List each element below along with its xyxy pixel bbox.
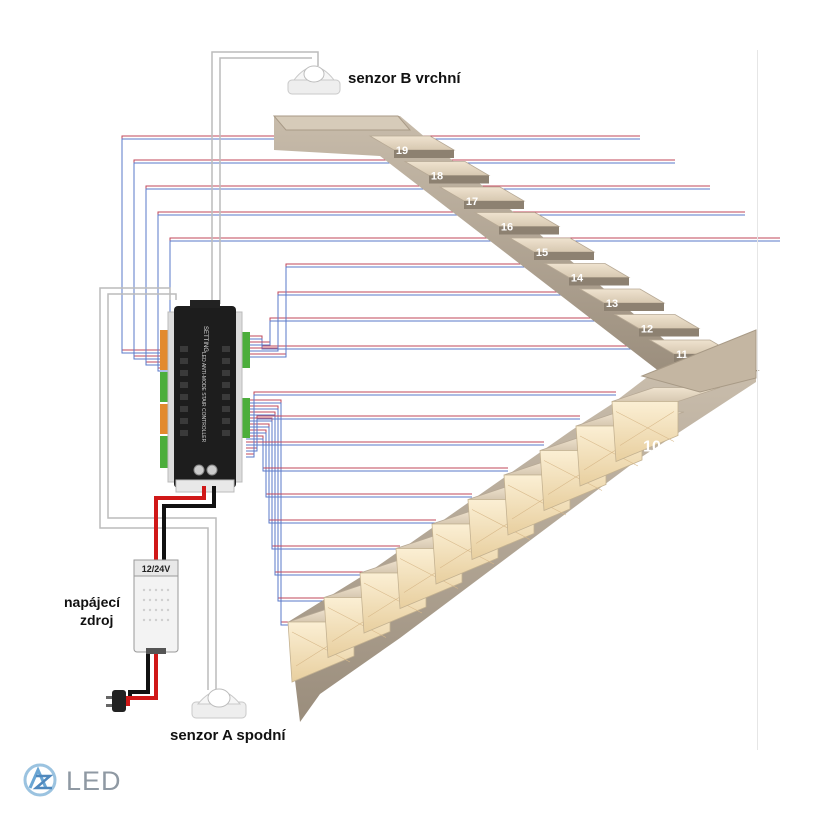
upper-step-number: 19 bbox=[396, 145, 408, 157]
lower-flight-stringer bbox=[288, 378, 756, 722]
lower-step-number: 3 bbox=[390, 648, 399, 665]
wire-blue bbox=[250, 320, 645, 346]
sensor-a-label: senzor A spodní bbox=[170, 727, 286, 744]
lower-step: 10 bbox=[611, 387, 721, 463]
wire-blue bbox=[250, 266, 575, 358]
lower-step-number: 5 bbox=[462, 599, 471, 616]
upper-step: 18 bbox=[403, 161, 491, 184]
lower-step-number: 7 bbox=[534, 550, 543, 567]
psu-label-line1: napájecí bbox=[64, 594, 121, 610]
wire-red bbox=[250, 291, 610, 349]
upper-step: 12 bbox=[613, 314, 701, 337]
brand-logo-text: LED bbox=[66, 766, 122, 796]
wire-blue bbox=[246, 420, 400, 550]
psu-label-line2: zdroj bbox=[80, 612, 114, 628]
upper-step-number: 16 bbox=[501, 222, 513, 234]
wire-blue bbox=[250, 294, 610, 352]
sensor-b-wire-2 bbox=[219, 57, 312, 304]
upper-step: 19 bbox=[368, 135, 456, 158]
psu-voltage-label: 12/24V bbox=[142, 564, 171, 574]
sensor-b-label: senzor B vrchní bbox=[348, 70, 461, 87]
wire-blue bbox=[246, 418, 580, 452]
lower-step-number: 1 bbox=[318, 697, 327, 714]
wire-blue bbox=[246, 408, 328, 602]
upper-step-number: 11 bbox=[676, 349, 688, 361]
upper-step-number: 18 bbox=[431, 171, 443, 183]
lower-step-number: 4 bbox=[426, 624, 435, 641]
sensor-a-wire-2 bbox=[107, 293, 217, 690]
upper-step-number: 14 bbox=[571, 273, 584, 285]
upper-flight-stringer bbox=[274, 116, 760, 378]
controller-model-label: LED ANTI-MODE STAIR CONTROLLER bbox=[200, 352, 206, 443]
landing bbox=[640, 329, 757, 393]
wire-red bbox=[246, 429, 472, 495]
lower-step-number: 8 bbox=[570, 526, 579, 543]
sensor-b-wire bbox=[211, 51, 319, 304]
upper-step-number: 13 bbox=[606, 298, 618, 310]
upper-flight: 11 12 13 14 15 16 17 18 19 bbox=[272, 115, 760, 378]
upper-step: 16 bbox=[473, 212, 561, 235]
wire-red bbox=[246, 405, 328, 599]
upper-step-number: 12 bbox=[641, 324, 653, 336]
upper-step-wires bbox=[121, 135, 780, 378]
upper-step-number: 17 bbox=[466, 196, 478, 208]
upper-step: 13 bbox=[578, 288, 666, 311]
wire-red bbox=[246, 415, 580, 449]
lower-step-number: 6 bbox=[498, 575, 507, 592]
top-landing bbox=[272, 115, 412, 131]
power-wires bbox=[126, 486, 216, 706]
power-supply: 12/24V bbox=[133, 559, 179, 654]
upper-step-number: 15 bbox=[536, 247, 548, 259]
lower-step-number: 10 bbox=[643, 439, 661, 456]
lower-step-number: 2 bbox=[354, 673, 363, 690]
sensor-a-icon bbox=[191, 688, 247, 719]
power-plug-icon bbox=[106, 690, 126, 712]
az-logo-icon bbox=[23, 763, 57, 797]
sensor-b-icon bbox=[287, 65, 341, 95]
upper-step: 17 bbox=[438, 186, 526, 209]
wire-blue bbox=[246, 394, 616, 458]
upper-step: 14 bbox=[543, 263, 631, 286]
divider-line bbox=[757, 50, 758, 750]
upper-step: 15 bbox=[508, 237, 596, 260]
wire-red bbox=[250, 317, 645, 343]
wire-blue bbox=[157, 214, 745, 372]
wire-red bbox=[246, 411, 364, 573]
lower-step-wires bbox=[246, 391, 616, 626]
wire-blue bbox=[246, 402, 292, 626]
wire-blue bbox=[246, 438, 508, 472]
wire-red bbox=[246, 435, 508, 469]
wire-blue bbox=[246, 414, 364, 576]
sensor-wires bbox=[99, 51, 319, 690]
wire-red bbox=[250, 263, 575, 355]
lower-flight: 1 2 3 4 5 6 7 8 9 10 bbox=[287, 329, 757, 722]
sensor-a-wire bbox=[99, 287, 209, 690]
wire-blue bbox=[250, 338, 680, 350]
wire-blue bbox=[246, 432, 472, 498]
stair-controller: SETTING LED ANTI-MODE STAIR CONTROLLER bbox=[160, 300, 250, 493]
controller-setting-label: SETTING bbox=[202, 326, 208, 352]
lower-step-number: 9 bbox=[606, 501, 615, 518]
